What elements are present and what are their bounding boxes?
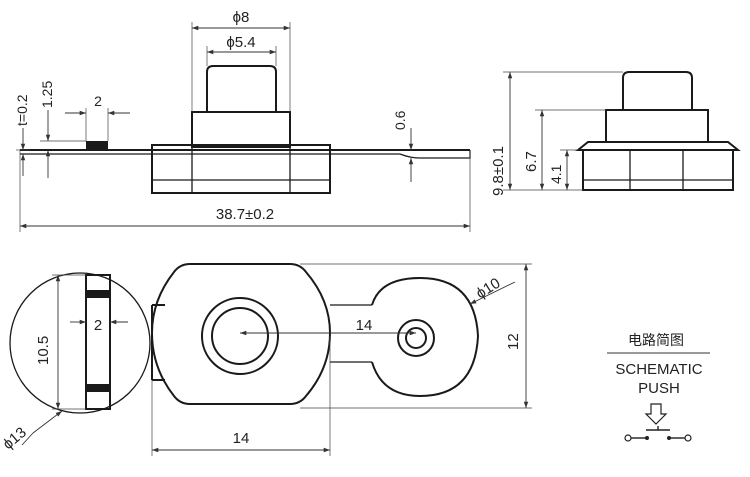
- dim-2-detail: 2: [94, 317, 102, 334]
- dim-14-mid: 14: [356, 317, 373, 334]
- dim-38-7: 38.7±0.2: [216, 206, 274, 223]
- front-view: ϕ8 ϕ5.4 t=0.2 1.25 2 0.6 38.7±0.2: [14, 9, 471, 232]
- push-arrow-icon: [644, 403, 668, 425]
- side-body: [582, 149, 734, 191]
- side-housing: [605, 109, 709, 143]
- terminal-left-icon: [624, 434, 632, 442]
- bottom-view: 10.5 2 ϕ13 14 ϕ10 12 14: [0, 263, 532, 456]
- dim-phi10: ϕ10: [473, 275, 503, 303]
- terminal-hole-outer: [397, 319, 435, 357]
- dim-4-1: 4.1: [548, 164, 564, 184]
- button-housing: [191, 111, 291, 148]
- dim-14-bottom: 14: [233, 430, 250, 447]
- dim-10-5: 10.5: [35, 336, 52, 365]
- dim-12: 12: [505, 333, 522, 350]
- button-plunger: [206, 65, 277, 112]
- dim-6-7: 6.7: [523, 151, 540, 172]
- side-plunger: [622, 71, 693, 110]
- schematic-subtitle: PUSH: [638, 380, 680, 397]
- schematic-title-en: SCHEMATIC: [615, 361, 702, 378]
- schematic-title-cn: 电路简图: [628, 332, 684, 349]
- dim-phi5-4: ϕ5.4: [226, 34, 255, 51]
- dim-0-6: 0.6: [392, 110, 408, 130]
- dim-9-8: 9.8±0.1: [490, 146, 507, 196]
- contact-tab: [86, 141, 108, 150]
- plate-bend: [399, 150, 471, 159]
- side-view: 9.8±0.1 6.7 4.1: [490, 71, 741, 196]
- terminal-right-icon: [684, 434, 692, 442]
- schematic: 电路简图 SCHEMATIC PUSH: [607, 332, 710, 442]
- dim-1-25: 1.25: [39, 81, 55, 108]
- detail-terminal: [85, 274, 111, 410]
- body-ring-inner: [211, 307, 269, 365]
- dim-t-0-2: t=0.2: [14, 94, 30, 126]
- main-body-bottom: [150, 263, 332, 405]
- right-terminal: [371, 276, 480, 398]
- side-flange: [575, 141, 741, 151]
- terminal-hole-inner: [405, 327, 427, 349]
- detail-circle: [9, 272, 151, 414]
- dim-2-top: 2: [94, 93, 102, 109]
- switch-body: [151, 144, 331, 194]
- dim-phi8: ϕ8: [233, 9, 250, 26]
- dim-phi13: ϕ13: [0, 424, 30, 453]
- body-ring-outer: [201, 297, 279, 375]
